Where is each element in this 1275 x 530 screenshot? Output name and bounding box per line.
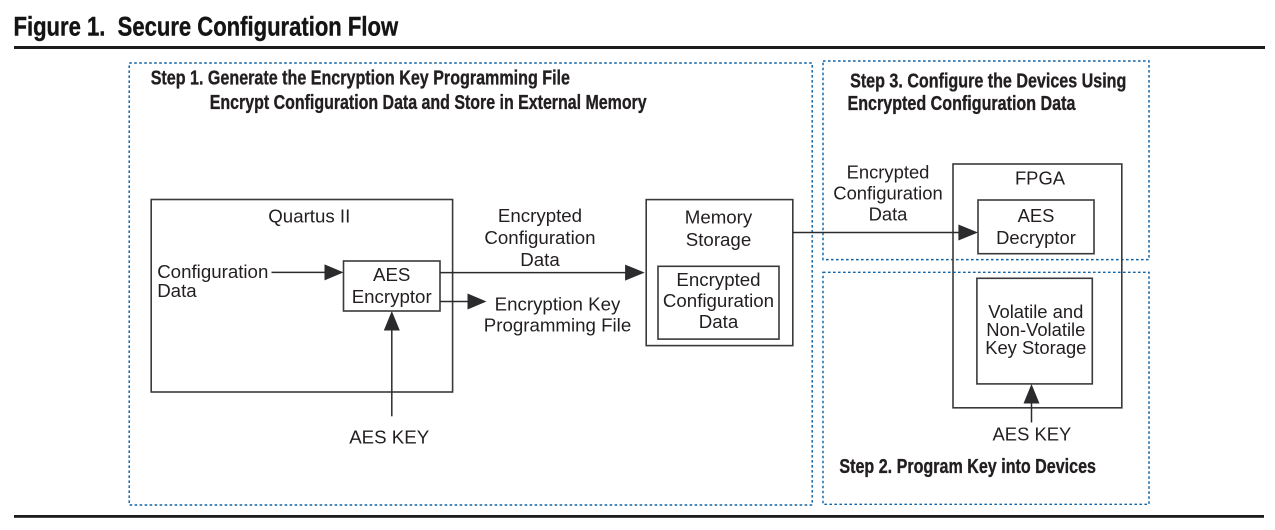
svg-text:Configuration: Configuration [484, 227, 595, 248]
svg-text:Step 1. Generate the Encryptio: Step 1. Generate the Encryption Key Prog… [151, 67, 570, 89]
svg-text:Storage: Storage [686, 229, 751, 250]
svg-text:Encryptor: Encryptor [352, 286, 432, 307]
svg-text:Key Storage: Key Storage [985, 337, 1086, 358]
svg-text:Volatile and: Volatile and [988, 301, 1083, 322]
svg-text:Decryptor: Decryptor [996, 227, 1076, 248]
svg-text:FPGA: FPGA [1015, 167, 1066, 188]
svg-text:Data: Data [157, 280, 197, 301]
svg-text:AES KEY: AES KEY [349, 426, 430, 447]
svg-text:Memory: Memory [685, 207, 753, 228]
svg-text:Data: Data [869, 204, 909, 225]
svg-text:Configuration: Configuration [663, 290, 774, 311]
svg-text:Encrypted Configuration Data: Encrypted Configuration Data [848, 92, 1077, 114]
svg-text:Configuration: Configuration [157, 261, 268, 282]
svg-text:Encrypted: Encrypted [847, 162, 930, 183]
svg-text:Programming File: Programming File [484, 315, 631, 336]
svg-text:Data: Data [699, 311, 739, 332]
svg-text:Step 2. Program Key into Devic: Step 2. Program Key into Devices [839, 455, 1096, 477]
svg-text:Configuration: Configuration [833, 183, 942, 204]
svg-text:Non-Volatile: Non-Volatile [986, 319, 1085, 340]
svg-text:AES: AES [373, 264, 410, 285]
svg-text:Encrypt Configuration Data and: Encrypt Configuration Data and Store in … [210, 92, 647, 114]
svg-text:Quartus II: Quartus II [268, 206, 350, 227]
svg-text:AES KEY: AES KEY [993, 424, 1072, 445]
svg-text:Step 3. Configure the Devices: Step 3. Configure the Devices Using [850, 70, 1126, 92]
svg-text:AES: AES [1018, 205, 1055, 226]
svg-text:Encrypted: Encrypted [498, 205, 582, 226]
svg-text:Encryption Key: Encryption Key [495, 294, 621, 315]
svg-text:Figure 1. Secure Configuratio: Figure 1. Secure Configuration Flow [14, 12, 399, 41]
svg-text:Data: Data [520, 249, 560, 270]
svg-text:Encrypted: Encrypted [676, 269, 760, 290]
